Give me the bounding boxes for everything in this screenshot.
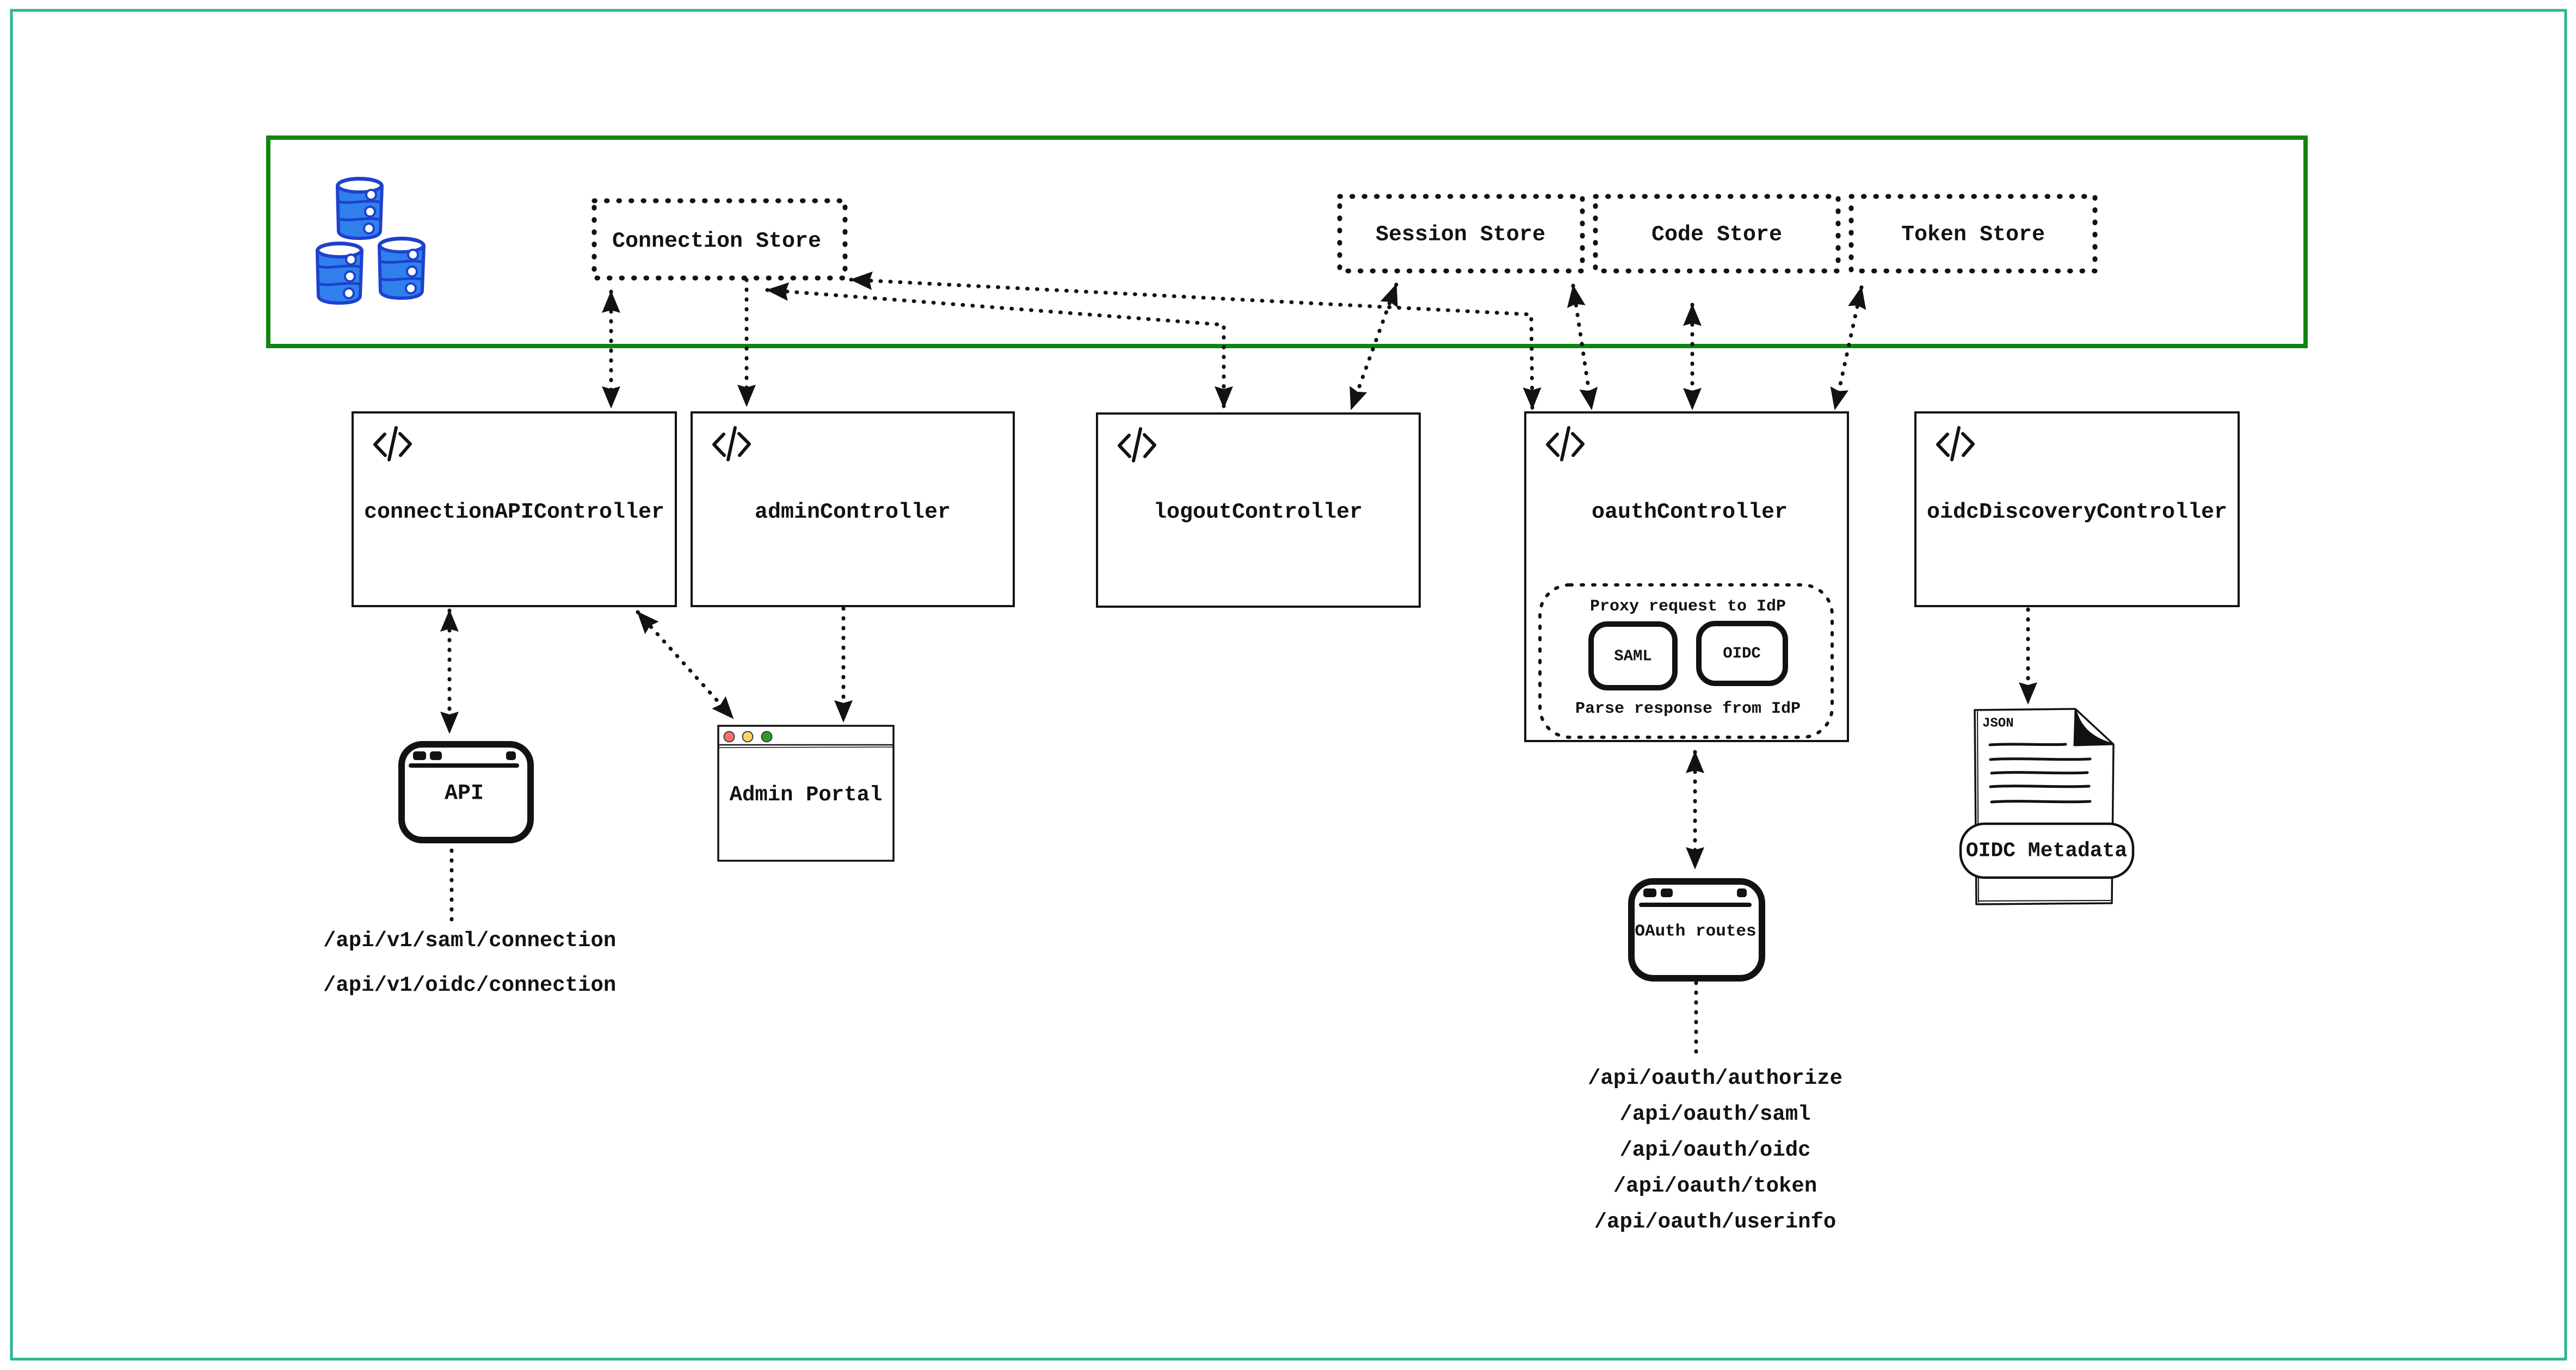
svg-text:/api/v1/saml/connection: /api/v1/saml/connection — [323, 929, 616, 953]
svg-text:/api/oauth/token: /api/oauth/token — [1613, 1174, 1817, 1198]
svg-text:Parse response from IdP: Parse response from IdP — [1575, 700, 1801, 718]
svg-text:Code Store: Code Store — [1651, 223, 1782, 248]
svg-text:oidcDiscoveryController: oidcDiscoveryController — [1927, 501, 2227, 525]
svg-text:Proxy request to IdP: Proxy request to IdP — [1590, 597, 1786, 616]
svg-text:Session Store: Session Store — [1376, 223, 1545, 248]
svg-text:adminController: adminController — [755, 501, 951, 525]
svg-text:/api/oauth/oidc: /api/oauth/oidc — [1619, 1138, 1810, 1162]
svg-text:Connection Store: Connection Store — [612, 230, 821, 254]
svg-text:/api/v1/oidc/connection: /api/v1/oidc/connection — [323, 973, 616, 997]
svg-text:/api/oauth/userinfo: /api/oauth/userinfo — [1594, 1210, 1837, 1234]
svg-text:JSON: JSON — [1982, 717, 2014, 731]
svg-text:API: API — [445, 782, 484, 806]
svg-text:OIDC Metadata: OIDC Metadata — [1966, 840, 2127, 863]
svg-text:SAML: SAML — [1614, 647, 1652, 665]
svg-text:oauthController: oauthController — [1592, 501, 1788, 525]
svg-text:connectionAPIController: connectionAPIController — [364, 501, 664, 525]
svg-text:OIDC: OIDC — [1723, 645, 1761, 663]
svg-text:Token Store: Token Store — [1901, 223, 2045, 248]
svg-text:logoutController: logoutController — [1154, 501, 1363, 525]
svg-text:/api/oauth/authorize: /api/oauth/authorize — [1588, 1066, 1842, 1090]
svg-text:OAuth routes: OAuth routes — [1635, 922, 1756, 941]
svg-text:Admin Portal: Admin Portal — [730, 783, 883, 807]
svg-text:/api/oauth/saml: /api/oauth/saml — [1619, 1102, 1810, 1126]
